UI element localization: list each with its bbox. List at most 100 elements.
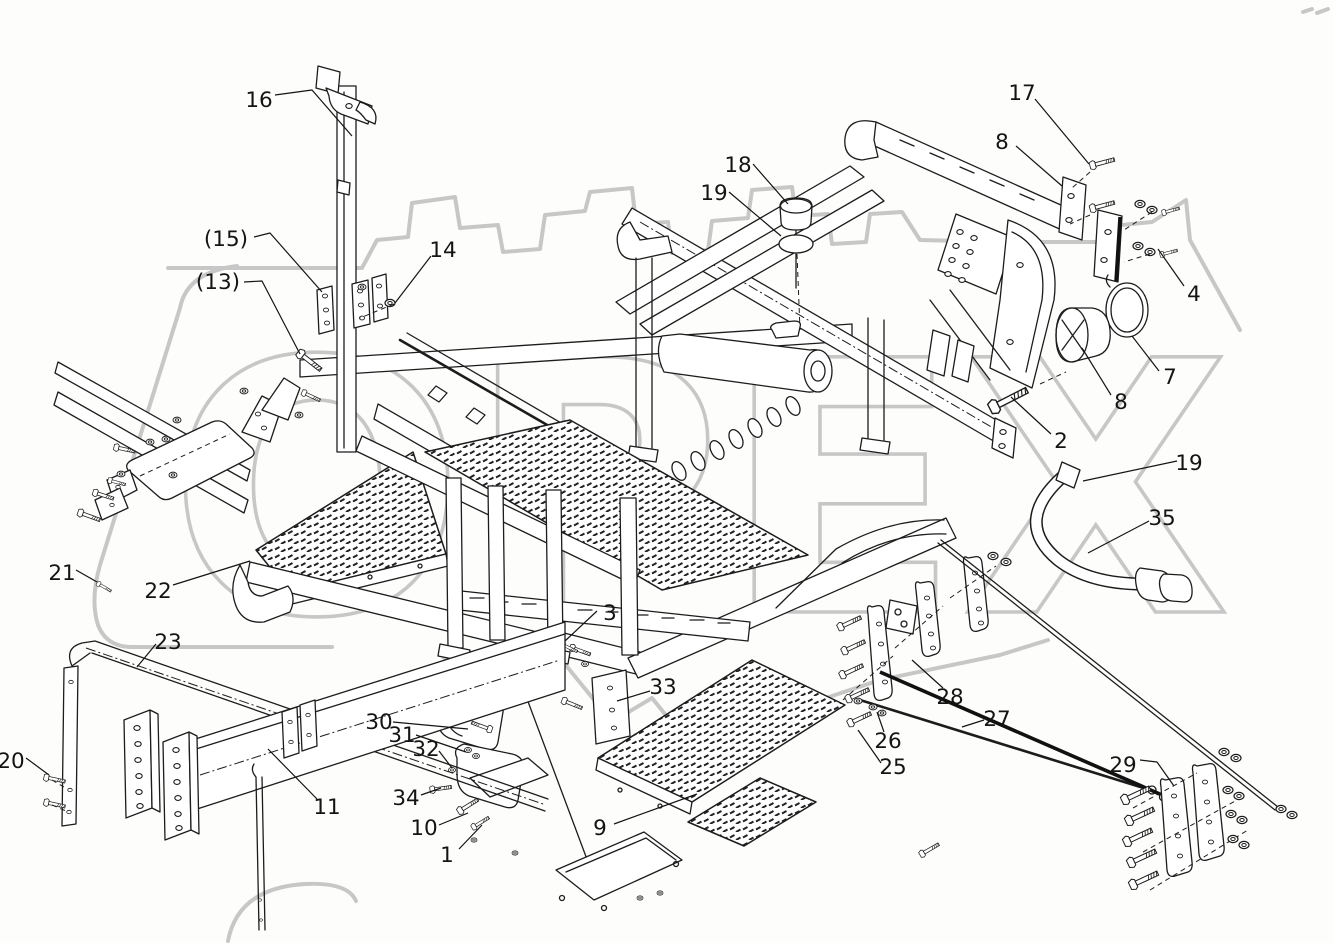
callout-leader-2 xyxy=(1010,396,1052,435)
callout-17: 17 xyxy=(1008,81,1090,165)
callout-leader-30 xyxy=(392,721,469,730)
callout-10: 10 xyxy=(410,812,469,841)
bracket-33 xyxy=(591,669,631,745)
stay-rod-29 xyxy=(879,670,1163,797)
right-hardware xyxy=(778,154,1181,417)
callout-31: 31 xyxy=(388,723,467,753)
callout-leader-8b xyxy=(1081,347,1112,396)
callout-label-13p: (13) xyxy=(196,270,240,295)
callout-4: 4 xyxy=(1157,248,1201,307)
watermark-swoosh xyxy=(92,264,334,649)
pivot-tube xyxy=(657,320,833,481)
callout-leader-31 xyxy=(415,734,467,753)
front-right-rail xyxy=(627,517,957,679)
callout-11: 11 xyxy=(267,748,341,820)
tread-plate-small xyxy=(687,777,817,847)
callout-26: 26 xyxy=(874,711,902,754)
callout-8b: 8 xyxy=(1081,347,1128,415)
callout-leader-20 xyxy=(25,757,50,776)
callout-23: 23 xyxy=(136,630,182,668)
tread-plates xyxy=(255,419,809,605)
callout-30: 30 xyxy=(365,710,469,735)
callout-leader-18 xyxy=(752,163,789,205)
stay-rod-long xyxy=(937,539,1279,811)
callout-25: 25 xyxy=(857,729,907,780)
callout-1: 1 xyxy=(440,824,483,868)
callout-leader-17 xyxy=(1034,98,1090,165)
strip-20 xyxy=(61,665,79,827)
callout-leader-10 xyxy=(438,812,469,826)
callout-label-20: 20 xyxy=(0,749,25,774)
callout-7: 7 xyxy=(1131,335,1177,390)
callout-18: 18 xyxy=(724,153,789,205)
callout-label-17: 17 xyxy=(1008,81,1035,106)
callout-22: 22 xyxy=(144,560,251,604)
post xyxy=(336,85,357,453)
callout-leader-25 xyxy=(857,729,882,764)
drawbar-assembly xyxy=(42,621,566,931)
left-cover-plate xyxy=(53,361,255,594)
callout-leader-13p xyxy=(243,280,301,355)
callout-21: 21 xyxy=(48,561,98,586)
callout-2: 2 xyxy=(1010,396,1068,454)
callout-label-26: 26 xyxy=(874,729,901,754)
callout-label-2: 2 xyxy=(1054,429,1068,454)
callout-35: 35 xyxy=(1087,506,1176,554)
callout-label-25: 25 xyxy=(879,755,906,780)
callout-leader-19a xyxy=(728,191,782,237)
callout-label-9: 9 xyxy=(593,816,607,841)
callout-label-27: 27 xyxy=(983,707,1010,732)
callout-leader-15p xyxy=(253,232,323,293)
callout-label-7: 7 xyxy=(1163,365,1177,390)
callout-leader-19b xyxy=(1082,460,1178,482)
stay-assembly xyxy=(835,461,1298,892)
watermark-logo: OPEX xyxy=(92,7,1330,943)
callout-14: 14 xyxy=(394,238,457,304)
callout-label-34: 34 xyxy=(392,786,419,811)
callout-label-15p: (15) xyxy=(204,227,248,252)
post-assembly xyxy=(112,65,396,456)
watermark-arc xyxy=(226,881,358,943)
stay-rod-27 xyxy=(858,698,1152,792)
callout-leader-33 xyxy=(616,690,651,702)
front-frame xyxy=(232,477,1012,679)
callout-32: 32 xyxy=(412,737,453,769)
cover-plate xyxy=(126,420,255,501)
rail-end-plate xyxy=(991,417,1017,459)
callout-leader-23 xyxy=(136,643,157,668)
callout-label-1: 1 xyxy=(440,843,454,868)
callout-leader-3 xyxy=(564,610,598,642)
callout-label-14: 14 xyxy=(429,238,456,263)
callout-leader-1 xyxy=(458,824,483,850)
callout-label-3: 3 xyxy=(603,601,617,626)
callout-label-8b: 8 xyxy=(1114,390,1128,415)
ring-19 xyxy=(778,234,814,254)
callout-leader-9 xyxy=(613,793,698,825)
callout-15p: (15) xyxy=(204,227,323,293)
bracket-29 xyxy=(1191,762,1225,862)
callout-label-28: 28 xyxy=(936,685,963,710)
callout-label-16: 16 xyxy=(245,88,272,113)
callout-34: 34 xyxy=(392,786,442,811)
callout-9: 9 xyxy=(593,793,698,841)
plate-4 xyxy=(1093,209,1123,283)
callout-label-19a: 19 xyxy=(700,181,727,206)
callout-leader-14 xyxy=(394,255,432,304)
callout-label-4: 4 xyxy=(1187,282,1201,307)
callout-label-35: 35 xyxy=(1148,506,1175,531)
callout-label-23: 23 xyxy=(154,630,181,655)
callout-29: 29 xyxy=(1109,753,1175,787)
callout-label-10: 10 xyxy=(410,816,437,841)
callout-label-33: 33 xyxy=(649,675,676,700)
callout-label-31: 31 xyxy=(388,723,415,748)
callout-label-19b: 19 xyxy=(1175,451,1202,476)
callout-leader-21 xyxy=(75,569,98,583)
callout-3: 3 xyxy=(564,601,617,642)
callout-leader-27 xyxy=(961,719,985,728)
callout-leader-4 xyxy=(1157,248,1185,287)
callout-leader-22 xyxy=(172,560,251,586)
callout-19b: 19 xyxy=(1082,451,1203,482)
